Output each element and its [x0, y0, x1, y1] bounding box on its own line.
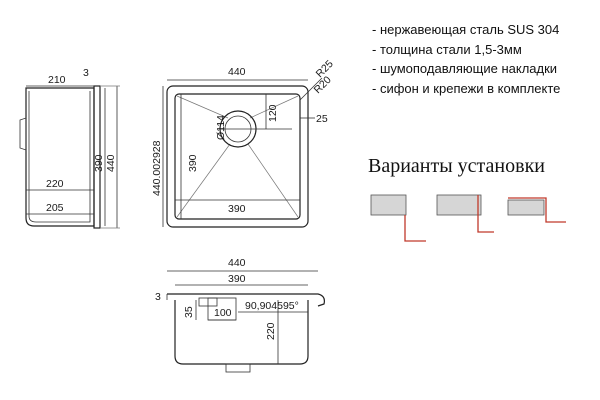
top-dim-drain: Ø114	[215, 115, 227, 140]
front-dim-35: 35	[183, 306, 195, 318]
top-dim-height-inner: 390	[187, 154, 199, 172]
side-view-overflow	[19, 117, 27, 151]
side-dim-390: 390	[93, 154, 105, 172]
side-view-outline	[25, 87, 95, 227]
front-view-rim	[167, 293, 325, 307]
top-view: 440 R25 R20 440.002928 390 120 Ø114 25 3…	[151, 58, 336, 228]
front-dim-90: 90,904595°	[245, 300, 299, 312]
top-view-slope-tl	[176, 95, 229, 119]
top-view-bowl	[174, 93, 301, 220]
top-dim-120: 120	[267, 104, 279, 122]
front-dim-440: 440	[228, 257, 246, 269]
top-dim-height-outer: 440.002928	[151, 140, 163, 196]
feature-item: - толщина стали 1,5-3мм	[372, 41, 522, 57]
feature-item: - сифон и крепежи в комплекте	[372, 80, 561, 96]
side-dim-3: 3	[83, 67, 89, 79]
top-view-slope-br	[247, 143, 299, 218]
top-dim-bottom: 390	[228, 203, 246, 215]
side-dim-440: 440	[105, 154, 117, 172]
feature-item: - шумоподавляющие накладки	[372, 61, 558, 76]
front-view-drain-pipe	[225, 363, 251, 373]
side-dim-205: 205	[46, 202, 64, 214]
front-dim-100: 100	[214, 307, 232, 319]
front-dim-390: 390	[228, 273, 246, 285]
install-variant-overmount	[507, 197, 566, 223]
variant-1-countertop	[370, 194, 407, 216]
variant-3-sink-profile	[508, 197, 566, 223]
features-list: - нержавеющая сталь SUS 304 - толщина ст…	[372, 20, 560, 98]
top-dim-25: 25	[316, 113, 328, 125]
variant-3-countertop	[507, 199, 545, 216]
top-dim-r20: R20	[312, 74, 334, 96]
side-view-inner-line	[28, 91, 91, 223]
top-view-slope-tr	[249, 95, 299, 119]
top-view-slope-bl	[176, 143, 231, 218]
front-view: 440 390 3 35 100 90,904595° 220	[155, 257, 325, 373]
side-view: 210 3 390 440 220 205	[19, 67, 120, 229]
installation-variants	[370, 194, 566, 242]
side-dim-210: 210	[48, 74, 66, 86]
front-dim-3: 3	[155, 291, 161, 303]
feature-item: - нержавеющая сталь SUS 304	[372, 22, 560, 37]
install-variant-undermount	[370, 194, 426, 242]
top-view-outer-rim	[166, 85, 309, 228]
top-dim-radius-leader	[299, 77, 323, 101]
install-variants-title: Варианты установки	[368, 155, 545, 177]
side-dim-220: 220	[46, 178, 64, 190]
variant-2-sink-profile	[477, 195, 494, 233]
top-dim-440: 440	[228, 66, 246, 78]
variant-2-countertop	[436, 194, 482, 216]
front-view-overflow-slot	[198, 297, 218, 307]
install-variant-flush	[436, 194, 494, 233]
variant-1-sink-profile	[404, 215, 426, 242]
front-dim-220: 220	[265, 322, 277, 340]
side-view-flange	[93, 85, 101, 229]
